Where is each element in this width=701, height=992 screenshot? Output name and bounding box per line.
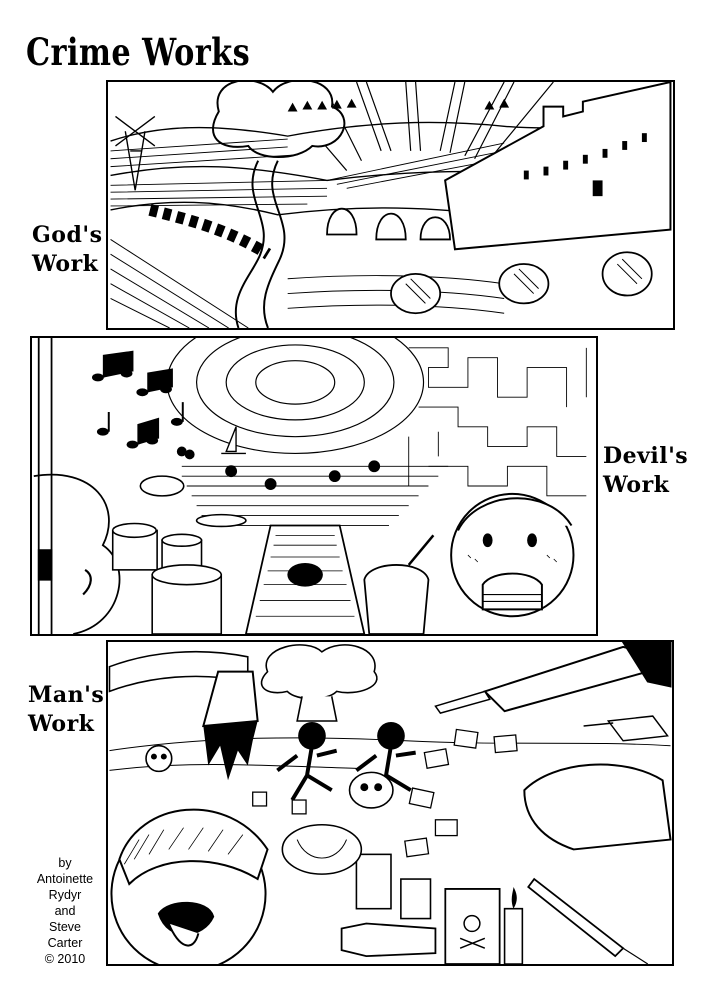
striped-arch (148, 204, 272, 260)
violence-vice-illustration (108, 642, 672, 964)
pill-box (400, 878, 432, 920)
maze-pattern (408, 347, 587, 497)
sailboat (221, 426, 246, 455)
revolver (482, 642, 672, 713)
caption-line: Work (603, 472, 670, 498)
sea (181, 465, 449, 526)
credit-line: Antoinette (36, 872, 94, 886)
mushroom-cloud (260, 644, 378, 722)
skull (145, 744, 394, 809)
cigarette-pack (355, 853, 392, 910)
credit-line: Rydyr (48, 888, 82, 902)
sun-rays (287, 82, 554, 171)
grabbing-hand (523, 763, 672, 851)
boy-eating-burger (450, 492, 575, 618)
running-men (276, 722, 416, 802)
vortex-swirl (166, 338, 425, 455)
caption-line: Man's (28, 682, 105, 708)
windmill (115, 115, 156, 191)
panel-devils-work (30, 336, 598, 636)
credit-line: and (54, 904, 76, 918)
page-title: Crime Works (26, 30, 251, 74)
soda-cup (363, 564, 430, 634)
caption-line: Work (32, 251, 99, 277)
countryside-illustration (110, 82, 672, 328)
poison-bottle (444, 888, 501, 964)
credit-line: by (58, 856, 72, 870)
caption-gods-work: God's Work (32, 221, 102, 279)
girl-face (110, 808, 269, 964)
drum-kit (111, 475, 247, 634)
guitar (33, 338, 121, 634)
credit-line: Steve (49, 920, 81, 934)
music-beach-illustration (33, 338, 587, 634)
credits: by Antoinette Rydyr and Steve Carter © 2… (25, 855, 105, 967)
panel-gods-work (106, 80, 675, 330)
caption-mans-work: Man's Work (28, 681, 104, 739)
bullet (434, 690, 491, 714)
caption-line: Work (28, 711, 95, 737)
caption-devils-work: Devil's Work (603, 442, 688, 500)
credit-line: Carter (47, 936, 83, 950)
syringe (527, 877, 625, 958)
playing-cards (404, 728, 518, 858)
candle (503, 907, 524, 964)
hatchet (201, 670, 259, 728)
cloud (212, 82, 346, 158)
caption-line: God's (32, 222, 103, 248)
tank (583, 715, 669, 742)
music-notes (92, 350, 195, 460)
castle (444, 82, 672, 251)
dice (252, 791, 307, 815)
credit-line: © 2010 (44, 952, 86, 966)
caption-line: Devil's (603, 443, 689, 469)
bottle (340, 922, 437, 957)
panel-mans-work (106, 640, 674, 966)
